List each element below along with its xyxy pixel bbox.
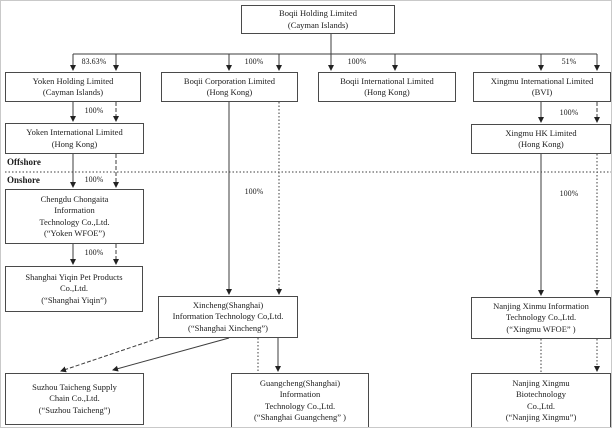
edge-yoken-holding-to-yoken-intl	[70, 102, 119, 122]
node-shanghai-yiqin: Shanghai Yiqin Pet Products Co.,Ltd. (“S…	[5, 266, 143, 312]
entity-jurisdiction: (Hong Kong)	[206, 87, 253, 97]
entity-jurisdiction: (Hong Kong)	[518, 139, 564, 149]
edge-yoken-intl-to-yoken-wfoe	[70, 154, 119, 188]
ownership-label-yoken-wfoe: 100%	[84, 175, 104, 184]
entity-jurisdiction: (Cayman Islands)	[42, 87, 104, 97]
entity-alias: (“Yoken WFOE”)	[43, 227, 106, 238]
onshore-label: Onshore	[7, 175, 40, 185]
entity-name: Boqii International Limited	[340, 75, 434, 86]
entity-name: Biotechnology	[515, 389, 567, 400]
node-yoken-intl: Yoken International Limited (Hong Kong)	[5, 123, 144, 154]
node-yoken-wfoe: Chengdu Chongaita Information Technology…	[5, 189, 144, 244]
entity-name: Yoken Holding Limited	[32, 75, 114, 86]
edge-xincheng-to-guangcheng	[257, 338, 281, 372]
edge-xingmu-wfoe-to-nanjing-xingmu	[540, 339, 600, 372]
entity-name: Shanghai Yiqin Pet Products	[25, 272, 123, 283]
entity-name: Boqii Corporation Limited	[183, 75, 276, 86]
entity-name: Information Technology Co,Ltd.	[172, 311, 284, 322]
edge-xingmu-intl-to-xingmu-hk	[538, 102, 600, 123]
entity-alias: (“Shanghai Guangcheng” )	[253, 411, 347, 422]
ownership-label-boqii-intl: 100%	[347, 57, 367, 66]
edge-xingmu-hk-to-xingmu-wfoe	[538, 154, 600, 296]
ownership-label-shanghai-yiqin: 100%	[84, 248, 104, 257]
entity-name: Technology Co.,Ltd.	[505, 312, 577, 323]
entity-name: Co.,Ltd.	[526, 400, 556, 411]
node-nanjing-xingmu: Nanjing Xingmu Biotechnology Co.,Ltd. (“…	[471, 373, 611, 427]
ownership-label-xingmu-hk: 100%	[559, 108, 579, 117]
node-xingmu-intl: Xingmu International Limited (BVI)	[473, 72, 611, 102]
node-shanghai-xincheng: Xincheng(Shanghai) Information Technolog…	[158, 296, 298, 338]
node-boqii-corp: Boqii Corporation Limited (Hong Kong)	[161, 72, 298, 102]
ownership-label-xingmu-wfoe: 100%	[559, 189, 579, 198]
entity-name: Information	[54, 205, 95, 216]
entity-jurisdiction: (Hong Kong)	[364, 87, 410, 97]
entity-name: Nanjing Xinmu Information	[493, 301, 589, 312]
ownership-label-yoken-holding: 83.63%	[81, 57, 107, 66]
edge-holding-trunk	[70, 34, 600, 71]
entity-name: Information	[279, 389, 321, 400]
entity-name: Chain Co.,Ltd.	[49, 393, 100, 404]
entity-name: Yoken International Limited	[26, 127, 123, 138]
entity-name: Chengdu Chongaita	[40, 194, 109, 205]
entity-jurisdiction: (Cayman Islands)	[287, 19, 349, 30]
ownership-label-shanghai-xincheng: 100%	[244, 187, 264, 196]
ownership-label-yoken-intl: 100%	[84, 106, 104, 115]
entity-name: Technology Co.,Ltd.	[264, 400, 336, 411]
node-boqii-holding: Boqii Holding Limited (Cayman Islands)	[241, 5, 395, 34]
entity-jurisdiction: (Hong Kong)	[51, 138, 98, 149]
node-xingmu-hk: Xingmu HK Limited (Hong Kong)	[471, 124, 611, 154]
entity-alias: (“Shanghai Xincheng”)	[187, 322, 268, 333]
entity-name: Co.,Ltd.	[59, 283, 89, 294]
entity-name: Xincheng(Shanghai)	[192, 300, 264, 311]
entity-alias: (“Suzhou Taicheng”)	[38, 404, 111, 415]
edge-yoken-wfoe-to-shanghai-yiqin	[70, 244, 119, 265]
node-shanghai-guangcheng: Guangcheng(Shanghai) Information Technol…	[231, 373, 369, 427]
entity-alias: (“Xingmu WFOE” )	[506, 323, 576, 334]
entity-alias: (“Shanghai Yiqin”)	[41, 294, 107, 305]
node-suzhou-taicheng: Suzhou Taicheng Supply Chain Co.,Ltd. (“…	[5, 373, 144, 425]
node-yoken-holding: Yoken Holding Limited (Cayman Islands)	[5, 72, 141, 102]
entity-jurisdiction: (BVI)	[531, 87, 553, 97]
entity-alias: (“Nanjing Xingmu”)	[505, 411, 577, 422]
entity-name: Guangcheng(Shanghai)	[259, 378, 341, 389]
entity-name: Technology Co.,Ltd.	[39, 216, 110, 227]
offshore-label: Offshore	[7, 157, 41, 167]
node-boqii-intl: Boqii International Limited (Hong Kong)	[318, 72, 456, 102]
ownership-label-boqii-corp: 100%	[244, 57, 264, 66]
node-xingmu-wfoe: Nanjing Xinmu Information Technology Co.…	[471, 297, 611, 339]
entity-name: Suzhou Taicheng Supply	[32, 382, 117, 393]
entity-name: Xingmu International Limited	[490, 75, 594, 86]
entity-name: Boqii Holding Limited	[279, 8, 357, 19]
ownership-label-xingmu-intl: 51%	[561, 57, 577, 66]
entity-name: Nanjing Xingmu	[512, 378, 570, 389]
edge-boqii-corp-to-xincheng	[226, 102, 282, 295]
entity-name: Xingmu HK Limited	[505, 127, 577, 138]
edge-xincheng-to-suzhou-taicheng	[60, 337, 230, 373]
